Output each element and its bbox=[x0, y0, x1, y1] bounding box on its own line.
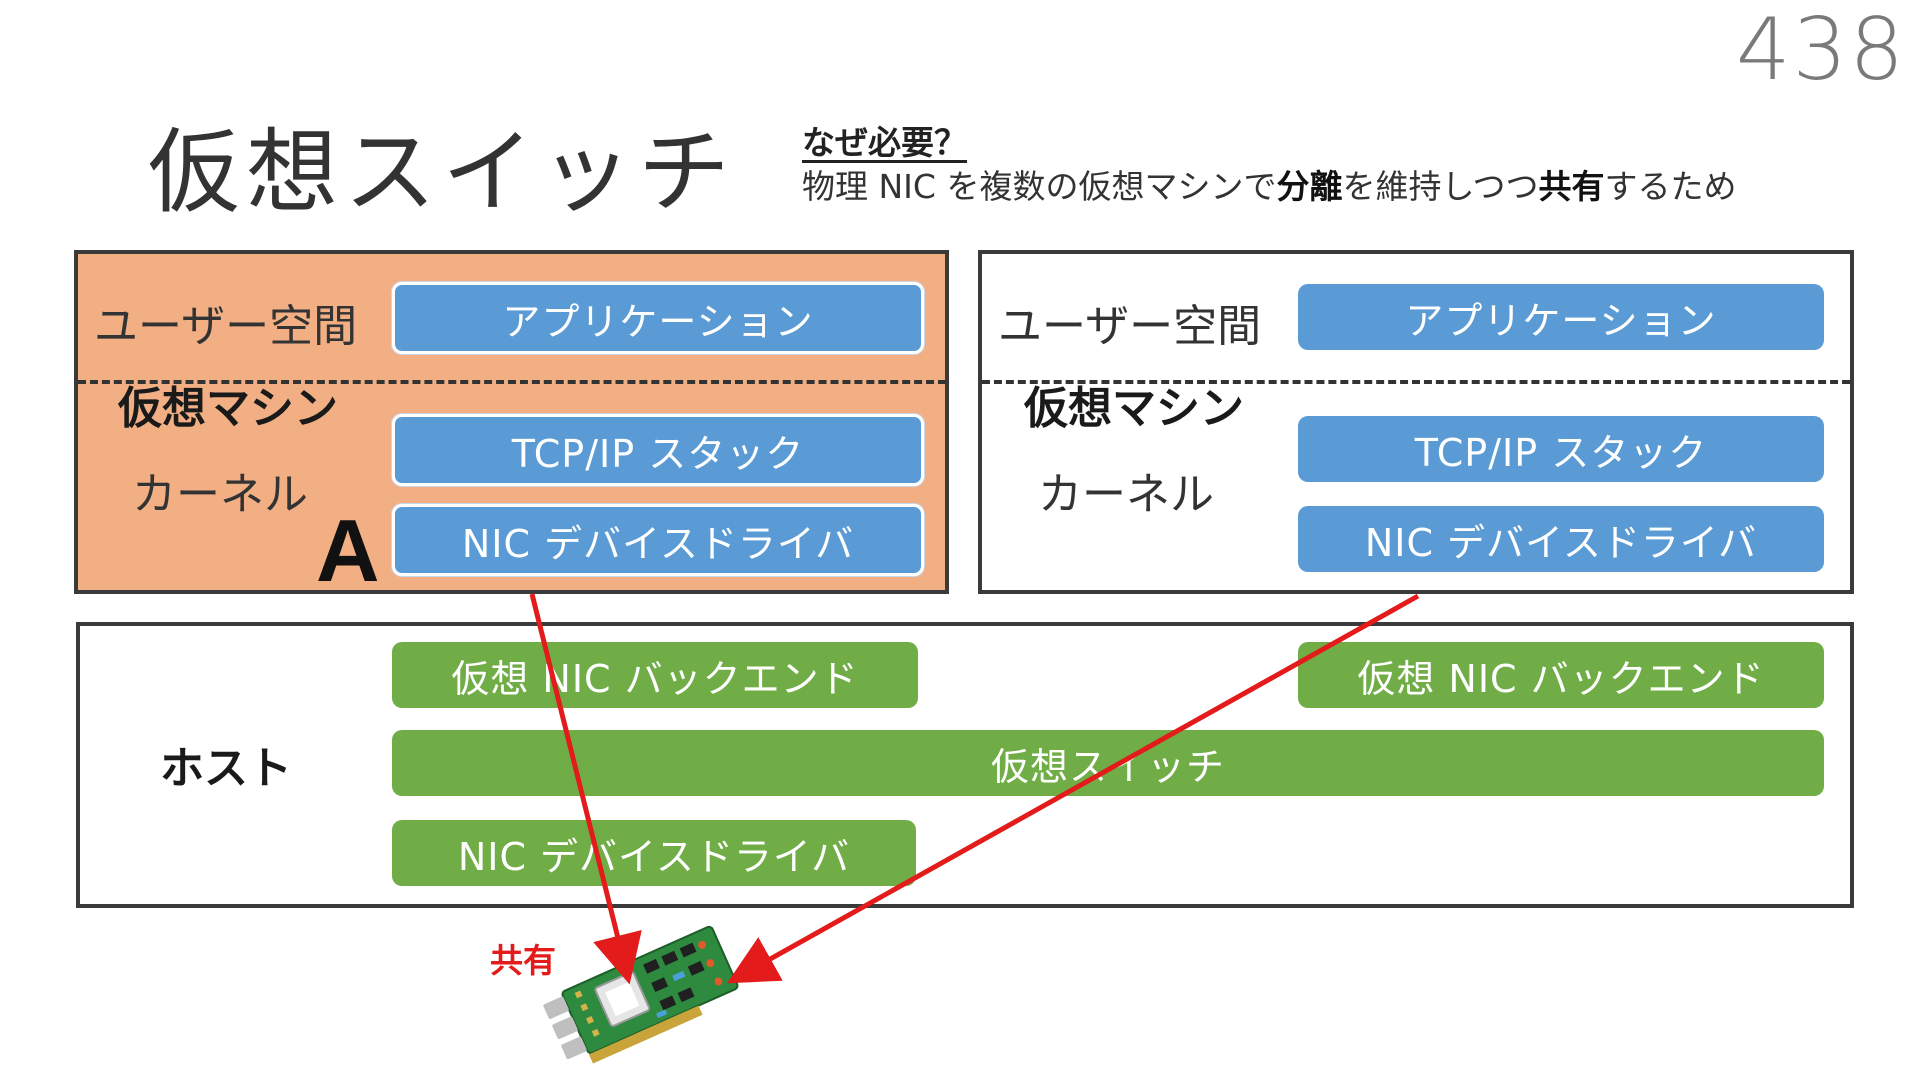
vm-a-application: アプリケーション bbox=[392, 282, 924, 354]
page-number: 438 bbox=[1735, 0, 1906, 100]
page-title: 仮想スイッチ bbox=[148, 119, 737, 226]
vm-b-boundary-line bbox=[982, 380, 1850, 384]
host-label: ホスト bbox=[160, 743, 292, 794]
vm-b-label: 仮想マシン bbox=[1024, 383, 1244, 434]
vm-a-boundary-line bbox=[78, 380, 946, 384]
vm-a-tcpip-stack: TCP/IP スタック bbox=[392, 414, 924, 486]
vm-b-application: アプリケーション bbox=[1298, 284, 1824, 350]
why-body-emphasis: 分離 bbox=[1276, 167, 1343, 206]
why-body: 物理 NIC を複数の仮想マシンで分離を維持しつつ共有するため bbox=[802, 160, 1736, 208]
why-heading: なぜ必要？ bbox=[802, 123, 967, 162]
vm-a-kernel-label: カーネル bbox=[132, 469, 308, 520]
network-card-icon bbox=[543, 925, 739, 1064]
host-backend-right: 仮想 NIC バックエンド bbox=[1298, 642, 1824, 708]
why-body-emphasis: 共有 bbox=[1538, 167, 1605, 206]
vm-a-letter: A bbox=[316, 501, 380, 600]
vm-a-user-space-label: ユーザー空間 bbox=[94, 301, 358, 352]
vm-a-nic-driver: NIC デバイスドライバ bbox=[392, 504, 924, 576]
vm-a-label: 仮想マシン bbox=[118, 383, 338, 434]
vm-b-kernel-label: カーネル bbox=[1038, 469, 1214, 520]
host-virtual-switch: 仮想スイッチ bbox=[392, 730, 1824, 796]
arrow-vm-b-to-nic bbox=[726, 593, 1420, 984]
arrow-vm-a-to-nic bbox=[529, 593, 642, 985]
why-body-part: するため bbox=[1604, 167, 1737, 206]
host-nic-driver: NIC デバイスドライバ bbox=[392, 820, 916, 886]
vm-b-nic-driver: NIC デバイスドライバ bbox=[1298, 506, 1824, 572]
why-body-part: を維持しつつ bbox=[1342, 167, 1539, 206]
shared-label: 共有 bbox=[490, 941, 556, 980]
why-body-part: 物理 NIC を複数の仮想マシンで bbox=[802, 167, 1277, 206]
host-backend-left: 仮想 NIC バックエンド bbox=[392, 642, 918, 708]
vm-b-user-space-label: ユーザー空間 bbox=[998, 301, 1262, 352]
vm-b-tcpip-stack: TCP/IP スタック bbox=[1298, 416, 1824, 482]
